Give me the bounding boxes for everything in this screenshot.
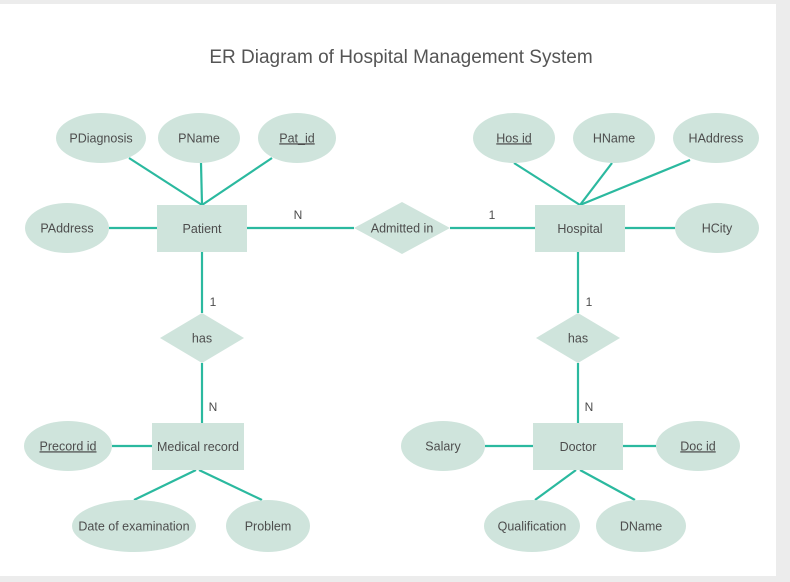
attribute-ellipse-pdiagnosis[interactable]: [56, 113, 146, 163]
diagram-title: ER Diagram of Hospital Management System: [209, 47, 592, 68]
entity-patient[interactable]: Patient: [157, 205, 247, 252]
attribute-label-paddress: PAddress: [40, 221, 93, 235]
attribute-ellipse-salary[interactable]: [401, 421, 485, 471]
attribute-label-hname: HName: [593, 131, 635, 145]
cardinality-has-doctor: N: [585, 400, 594, 414]
attribute-label-dname: DName: [620, 519, 662, 533]
primary-key-label-hos_id: Hos id: [496, 131, 531, 145]
attribute-paddress[interactable]: PAddress: [25, 203, 109, 253]
relationship-diamond-admitted_in[interactable]: [354, 202, 450, 254]
entity-label-patient: Patient: [183, 222, 222, 236]
entity-label-doctor: Doctor: [560, 440, 597, 454]
relationship-patient_has[interactable]: has: [160, 313, 244, 363]
attribute-label-hcity: HCity: [702, 221, 733, 235]
relationship-diamond-hospital_has[interactable]: [536, 313, 620, 363]
attribute-label-qualification: Qualification: [498, 519, 567, 533]
attribute-hname[interactable]: HName: [573, 113, 655, 163]
entity-label-medical_record: Medical record: [157, 440, 239, 454]
attribute-ellipse-pname[interactable]: [158, 113, 240, 163]
edge-pname-patient[interactable]: [199, 162, 204, 206]
attribute-ellipse-problem[interactable]: [226, 500, 310, 552]
relationship-admitted_in[interactable]: Admitted in: [354, 202, 450, 254]
edge-medical-record-problem[interactable]: [198, 469, 263, 501]
cardinality-patient-has: 1: [210, 295, 217, 309]
attribute-ellipse-precord_id[interactable]: [24, 421, 112, 471]
attribute-ellipse-doc_id[interactable]: [656, 421, 740, 471]
edge-patid-patient[interactable]: [201, 157, 273, 206]
attribute-hcity[interactable]: HCity: [675, 203, 759, 253]
edge-hname-hospital[interactable]: [579, 162, 613, 206]
attribute-doc_id[interactable]: Doc id: [656, 421, 740, 471]
attribute-ellipse-paddress[interactable]: [25, 203, 109, 253]
attribute-label-haddress: HAddress: [689, 131, 744, 145]
attribute-precord_id[interactable]: Precord id: [24, 421, 112, 471]
relationship-diamond-patient_has[interactable]: [160, 313, 244, 363]
attribute-ellipse-date_of_examination[interactable]: [72, 500, 196, 552]
attribute-label-problem: Problem: [245, 519, 292, 533]
attribute-ellipse-dname[interactable]: [596, 500, 686, 552]
entity-box-hospital[interactable]: [535, 205, 625, 252]
entity-box-patient[interactable]: [157, 205, 247, 252]
primary-key-label-pat_id: Pat_id: [279, 131, 314, 145]
attribute-problem[interactable]: Problem: [226, 500, 310, 552]
edge-doctor-qualification[interactable]: [534, 469, 577, 501]
edge-hosid-hospital[interactable]: [513, 162, 581, 206]
attribute-ellipse-hos_id[interactable]: [473, 113, 555, 163]
attribute-date_of_examination[interactable]: Date of examination: [72, 500, 196, 552]
relationship-label-admitted_in: Admitted in: [371, 221, 434, 235]
attribute-label-pdiagnosis: PDiagnosis: [69, 131, 132, 145]
attribute-pdiagnosis[interactable]: PDiagnosis: [56, 113, 146, 163]
attribute-ellipse-haddress[interactable]: [673, 113, 759, 163]
cardinality-admitted-hospital: 1: [489, 208, 496, 222]
connector-layer: [109, 157, 691, 501]
attribute-label-date_of_examination: Date of examination: [78, 519, 189, 533]
primary-key-label-doc_id: Doc id: [680, 439, 715, 453]
relationship-label-patient_has: has: [192, 331, 212, 345]
edge-medical-record-date[interactable]: [133, 469, 197, 501]
entity-box-doctor[interactable]: [533, 423, 623, 470]
attribute-haddress[interactable]: HAddress: [673, 113, 759, 163]
cardinality-patient-admitted: N: [294, 208, 303, 222]
primary-key-label-precord_id: Precord id: [40, 439, 97, 453]
attribute-salary[interactable]: Salary: [401, 421, 485, 471]
attribute-ellipse-hname[interactable]: [573, 113, 655, 163]
relationship-label-hospital_has: has: [568, 331, 588, 345]
attribute-qualification[interactable]: Qualification: [484, 500, 580, 552]
entity-doctor[interactable]: Doctor: [533, 423, 623, 470]
attribute-hos_id[interactable]: Hos id: [473, 113, 555, 163]
attribute-label-salary: Salary: [425, 439, 461, 453]
attribute-label-pname: PName: [178, 131, 220, 145]
relationship-hospital_has[interactable]: has: [536, 313, 620, 363]
edge-haddress-hospital[interactable]: [579, 158, 691, 207]
edge-doctor-dname[interactable]: [579, 469, 636, 501]
entity-label-hospital: Hospital: [557, 222, 602, 236]
attribute-ellipse-qualification[interactable]: [484, 500, 580, 552]
entity-medical_record[interactable]: Medical record: [152, 423, 244, 470]
edge-pdiagnosis-patient[interactable]: [128, 157, 203, 206]
attribute-ellipse-hcity[interactable]: [675, 203, 759, 253]
cardinality-hospital-has: 1: [586, 295, 593, 309]
entity-hospital[interactable]: Hospital: [535, 205, 625, 252]
attribute-ellipse-pat_id[interactable]: [258, 113, 336, 163]
entity-box-medical_record[interactable]: [152, 423, 244, 470]
attribute-pat_id[interactable]: Pat_id: [258, 113, 336, 163]
diagram-canvas: [0, 4, 776, 576]
attribute-pname[interactable]: PName: [158, 113, 240, 163]
cardinality-has-medical-record: N: [209, 400, 218, 414]
attribute-dname[interactable]: DName: [596, 500, 686, 552]
